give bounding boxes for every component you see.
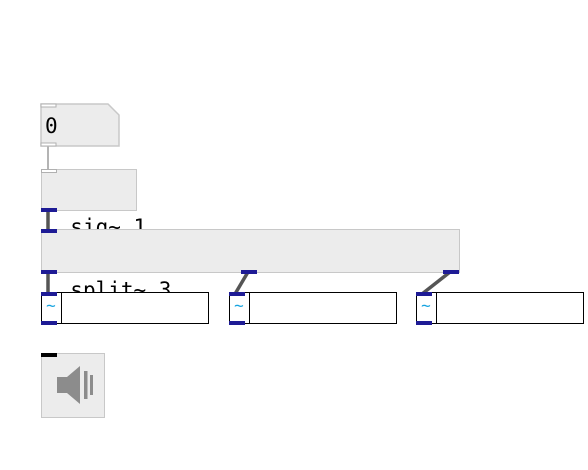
signal-display-inlet (415, 291, 432, 296)
sig-object-outlet (40, 207, 57, 212)
tilde-icon: ~ (46, 296, 56, 315)
number-box[interactable]: 0 (40, 103, 120, 147)
signal-display-tilde-box: ~ (417, 293, 437, 323)
split-object-inlet (40, 228, 57, 233)
number-box-outlet (40, 142, 57, 147)
split-object-outlet-3 (443, 269, 459, 274)
patch-canvas: 0 (40, 103, 452, 296)
signal-display-1[interactable]: ~ (40, 291, 209, 325)
tilde-icon: ~ (421, 296, 431, 315)
signal-display-2[interactable]: ~ (228, 291, 397, 325)
dac-object[interactable] (40, 352, 105, 418)
signal-display-tilde-box: ~ (230, 293, 250, 323)
speaker-icon (57, 366, 93, 404)
signal-display-outlet (415, 320, 432, 325)
split-object[interactable]: split~ 3 (40, 228, 460, 302)
split-object-outlet-1 (40, 269, 57, 274)
signal-display-inlet (228, 291, 245, 296)
signal-display-tilde-box: ~ (42, 293, 62, 323)
signal-display-inlet (40, 291, 57, 296)
tilde-icon: ~ (234, 296, 244, 315)
sig-object[interactable]: sig~ 1 (40, 168, 146, 239)
signal-display-outlet (40, 320, 57, 325)
dac-inlet (40, 352, 57, 357)
sig-object-inlet (40, 168, 57, 173)
signal-cord[interactable] (420, 270, 452, 296)
number-box-inlet (40, 103, 57, 108)
signal-display-3[interactable]: ~ (415, 291, 584, 325)
split-object-outlet-2 (241, 269, 257, 274)
number-box-value: 0 (45, 114, 58, 138)
signal-display-outlet (228, 320, 245, 325)
signal-cord[interactable] (233, 271, 250, 295)
